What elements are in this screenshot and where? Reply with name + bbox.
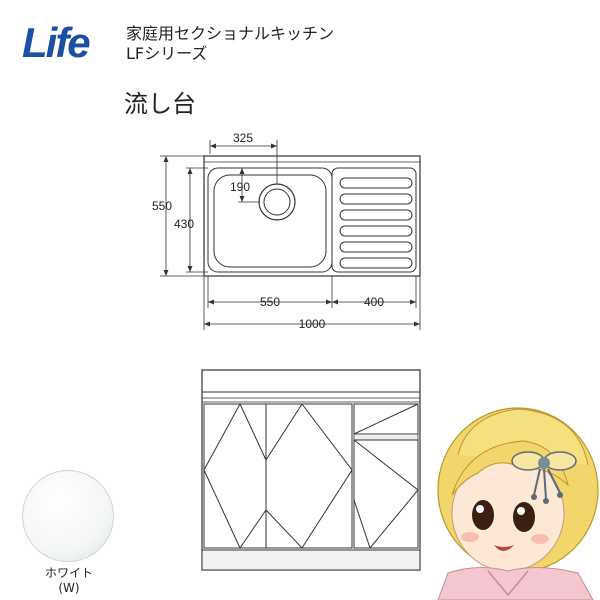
rib: [339, 209, 413, 221]
dim-drain-depth: 190: [230, 180, 250, 194]
logo-text: Life: [22, 19, 91, 66]
drain-inner: [263, 188, 291, 216]
door-middle: [265, 403, 353, 549]
door-right: [353, 439, 419, 549]
product-name: 流し台: [124, 90, 196, 118]
color-name: ホワイト: [44, 566, 93, 580]
dim-total-width: 1000: [299, 317, 326, 331]
sink-plan-drawing: 325 190 550 430 550 400 1000: [152, 131, 421, 331]
dim-drainboard-width: 400: [364, 295, 384, 309]
hair-ribbon: [511, 451, 577, 504]
color-label: ホワイト (W): [20, 566, 118, 596]
life-logo-icon: Life: [22, 18, 102, 68]
product-series: 家庭用セクショナルキッチン LFシリーズ: [126, 24, 334, 64]
rib: [339, 257, 413, 269]
rib: [339, 177, 413, 189]
sink-front-drawing: [201, 369, 421, 571]
drainboard-ribs: [339, 177, 413, 269]
rib: [339, 241, 413, 253]
rib: [339, 193, 413, 205]
color-code: (W): [58, 581, 80, 595]
dim-total-depth: 550: [152, 199, 172, 213]
series-line-1: 家庭用セクショナルキッチン: [126, 24, 335, 43]
series-line-2: LFシリーズ: [126, 44, 208, 63]
door-left: [203, 403, 267, 549]
color-swatch-white: [22, 470, 114, 562]
rib: [339, 225, 413, 237]
dim-drain-offset: 325: [233, 131, 253, 145]
plinth: [201, 549, 421, 571]
dim-bowl-depth: 430: [174, 217, 194, 231]
dim-bowl-width: 550: [260, 295, 280, 309]
mascot-character-icon: [437, 407, 599, 600]
